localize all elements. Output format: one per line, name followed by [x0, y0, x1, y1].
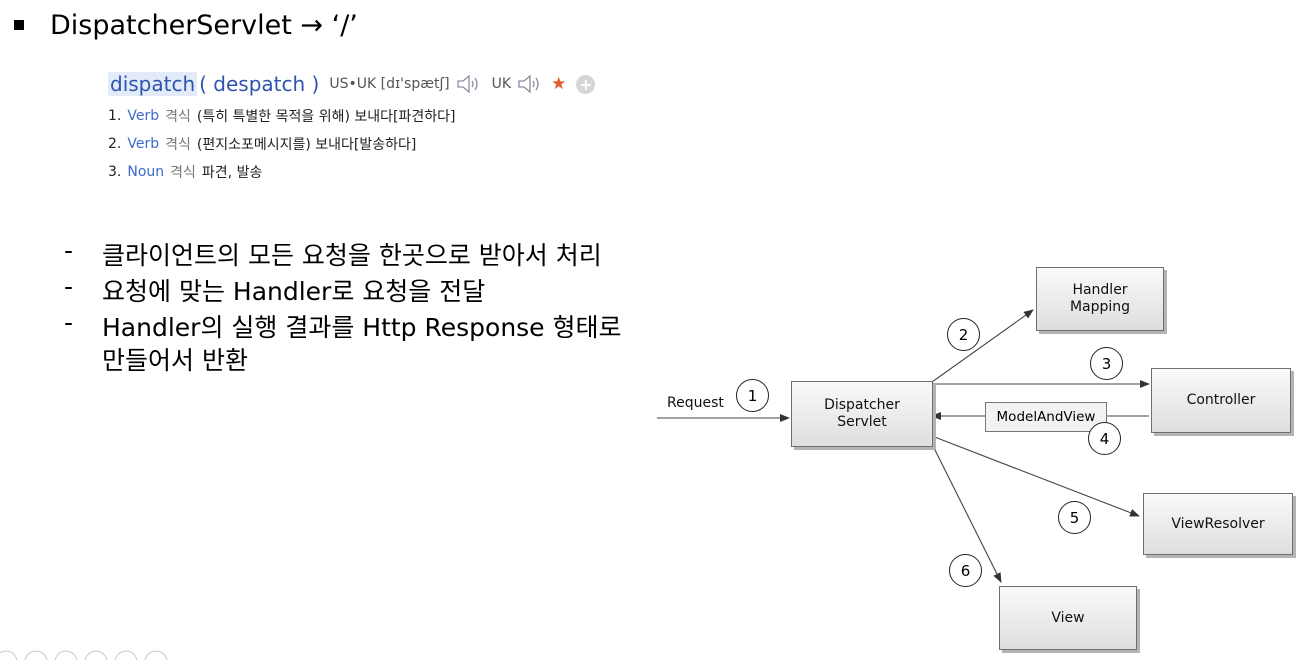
step-circle: 1: [736, 379, 769, 412]
control-icon: [84, 650, 108, 660]
slideshow-controls: [0, 650, 168, 660]
dash-bullet: -: [64, 236, 74, 265]
sense-item: 1. Verb 격식 (특히 특별한 목적을 위해) 보내다[파견하다]: [108, 102, 595, 130]
view-resolver-label: ViewResolver: [1171, 515, 1265, 532]
list-item-text: 클라이언트의 모든 요청을 한곳으로 받아서 처리: [102, 241, 602, 270]
sense-meaning: (특히 특별한 목적을 위해) 보내다[파견하다]: [196, 109, 456, 125]
dash-bullet: -: [64, 308, 74, 337]
speaker-icon[interactable]: [517, 74, 541, 94]
pronunciation: US•UK [dɪ'spætʃ]: [329, 76, 450, 92]
sense-register: 격식: [165, 137, 191, 153]
sense-number: 2.: [108, 136, 122, 152]
diagram-arrows: [657, 309, 1150, 583]
sense-number: 1.: [108, 108, 122, 124]
step-circle: 2: [947, 318, 980, 351]
controller-label: Controller: [1186, 392, 1256, 408]
dictionary-header: dispatch ( despatch ) US•UK [dɪ'spætʃ] U…: [108, 66, 596, 102]
sense-meaning: 파견, 발송: [201, 165, 263, 181]
handler-label-line2: Mapping: [1069, 299, 1131, 315]
list-item-text: 만들어서 반환: [102, 346, 248, 375]
square-bullet-icon: [14, 20, 24, 30]
control-icon: [54, 650, 78, 660]
dash-bullet: -: [64, 272, 74, 301]
sense-register: 격식: [165, 109, 191, 125]
controller-box: Controller: [1151, 368, 1291, 433]
dispatcher-label-line1: Dispatcher: [824, 397, 900, 413]
step-circle: 4: [1088, 422, 1121, 455]
model-and-view-box: ModelAndView: [985, 402, 1107, 432]
dispatcher-label-line2: Servlet: [837, 414, 887, 430]
sense-pos[interactable]: Noun: [127, 164, 165, 180]
list-item-text: Handler의 실행 결과를 Http Response 형태로: [102, 313, 622, 342]
sense-pos[interactable]: Verb: [127, 108, 160, 124]
slide-title: DispatcherServlet → ‘/’: [14, 4, 358, 46]
sense-item: 3. Noun 격식 파견, 발송: [108, 158, 595, 186]
dictionary-entry: dispatch ( despatch ) US•UK [dɪ'spætʃ] U…: [108, 66, 596, 186]
control-icon: [24, 650, 48, 660]
list-item: - 클라이언트의 모든 요청을 한곳으로 받아서 처리: [64, 236, 602, 272]
step-circle: 3: [1090, 347, 1123, 380]
step-circle: 5: [1058, 501, 1091, 534]
arrow-to-view-resolver: [931, 435, 1140, 517]
view-box: View: [999, 586, 1137, 650]
list-item: - 요청에 맞는 Handler로 요청을 전달: [64, 272, 485, 308]
list-item-text: 요청에 맞는 Handler로 요청을 전달: [102, 277, 486, 306]
speaker-icon[interactable]: [456, 74, 480, 94]
sense-meaning: (편지소포메시지를) 보내다[발송하다]: [196, 137, 417, 153]
uk-label: UK: [491, 76, 512, 92]
star-icon[interactable]: ★: [551, 74, 567, 94]
control-icon: [144, 650, 168, 660]
request-label: Request: [667, 395, 724, 411]
title-text: DispatcherServlet → ‘/’: [50, 9, 358, 41]
list-item-continuation: 만들어서 반환: [64, 341, 248, 377]
sense-register: 격식: [170, 165, 196, 181]
list-item: - Handler의 실행 결과를 Http Response 형태로: [64, 308, 622, 344]
add-icon[interactable]: +: [576, 74, 596, 94]
headword[interactable]: dispatch: [108, 72, 198, 96]
control-icon: [0, 650, 18, 660]
handler-label-line1: Handler: [1072, 282, 1128, 298]
arrow-to-handler-mapping: [931, 309, 1034, 383]
step-circle: 6: [949, 554, 982, 587]
dash-spacer: [64, 341, 102, 377]
view-label: View: [1051, 609, 1085, 626]
sense-item: 2. Verb 격식 (편지소포메시지를) 보내다[발송하다]: [108, 130, 595, 158]
headword-variant: ( despatch ): [199, 72, 320, 96]
sense-number: 3.: [108, 164, 122, 180]
arrow-to-view: [931, 443, 1002, 583]
control-icon: [114, 650, 138, 660]
sense-pos[interactable]: Verb: [127, 136, 160, 152]
view-resolver-box: ViewResolver: [1143, 493, 1293, 555]
model-and-view-label: ModelAndView: [996, 409, 1096, 425]
